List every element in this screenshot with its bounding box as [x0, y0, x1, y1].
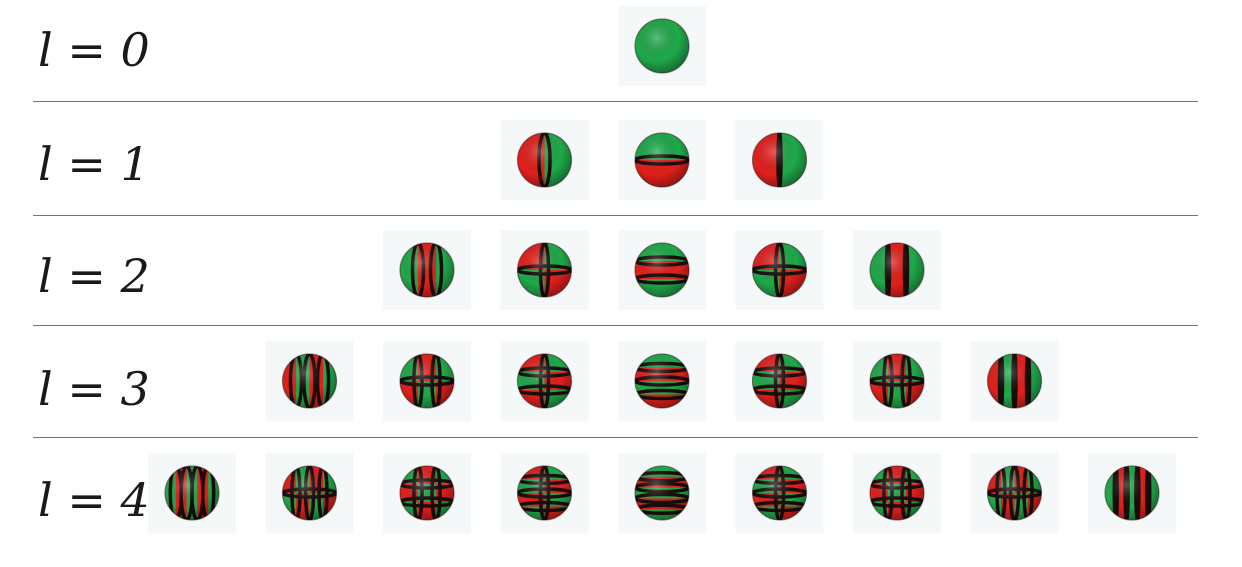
harmonic-sphere — [500, 230, 589, 310]
row-label-l1: l = 1 — [38, 137, 150, 191]
harmonic-sphere — [383, 341, 471, 421]
harmonic-sphere — [618, 6, 706, 86]
harmonic-sphere — [853, 453, 941, 533]
row-label-l0: l = 0 — [38, 23, 150, 77]
row-label-l2: l = 2 — [38, 249, 150, 303]
harmonic-sphere — [265, 453, 354, 533]
row-label-l3: l = 3 — [38, 362, 150, 416]
harmonic-sphere — [618, 341, 706, 421]
harmonic-sphere — [500, 341, 589, 421]
harmonic-sphere — [970, 453, 1059, 533]
harmonic-sphere — [970, 341, 1059, 421]
harmonic-sphere — [383, 453, 471, 533]
row-label-l4: l = 4 — [38, 473, 150, 527]
harmonic-sphere — [618, 120, 706, 200]
harmonic-sphere — [618, 453, 706, 533]
harmonic-sphere — [735, 453, 824, 533]
row-divider — [33, 101, 1198, 102]
harmonic-sphere — [148, 453, 236, 533]
harmonic-sphere — [500, 453, 589, 533]
row-divider — [33, 325, 1198, 326]
harmonic-sphere — [500, 120, 589, 200]
harmonic-sphere — [735, 341, 824, 421]
harmonic-sphere — [853, 230, 941, 310]
harmonic-sphere — [1088, 453, 1176, 533]
harmonic-sphere — [853, 341, 941, 421]
row-divider — [33, 215, 1198, 216]
harmonic-sphere — [618, 230, 706, 310]
harmonic-sphere — [735, 120, 824, 200]
harmonic-sphere — [383, 230, 471, 310]
harmonic-sphere — [265, 341, 354, 421]
row-divider — [33, 437, 1198, 438]
harmonic-sphere — [735, 230, 824, 310]
